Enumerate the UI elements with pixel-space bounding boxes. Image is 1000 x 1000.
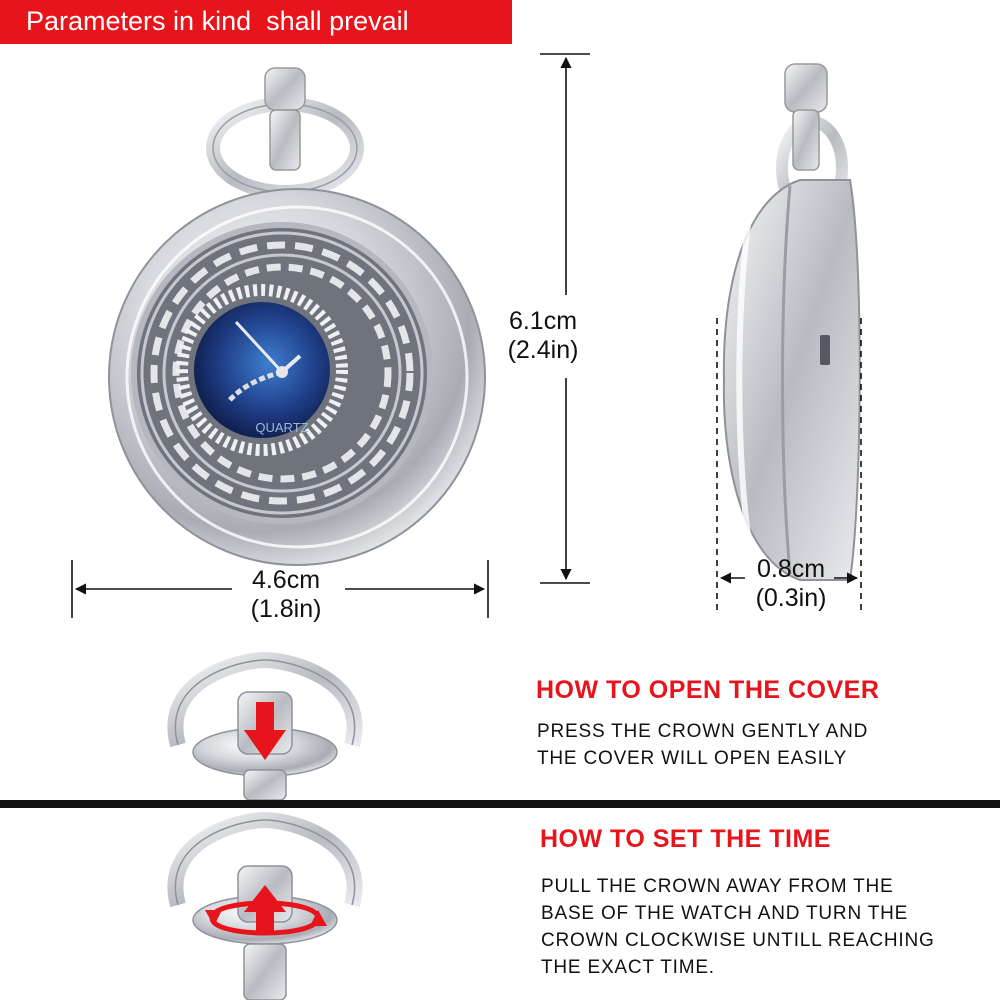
pocket-watch-side [722, 63, 861, 581]
width-imperial: (1.8in) [250, 595, 322, 623]
set-time-line: BASE OF THE WATCH AND TURN THE [541, 903, 909, 924]
dial-brand-label: QUARTZ [255, 420, 308, 435]
open-cover-text: PRESS THE CROWN GENTLY AND THE COVER WIL… [537, 718, 868, 772]
dimension-lines [71, 53, 862, 618]
set-time-line: THE EXACT TIME. [541, 957, 715, 978]
open-cover-line: THE COVER WILL OPEN EASILY [537, 748, 848, 769]
dial-icon [194, 302, 330, 438]
height-imperial: (2.4in) [507, 336, 579, 364]
header-banner: Parameters in kind shall prevail [0, 0, 512, 44]
thickness-dimension-label: 0.8cm (0.3in) [746, 555, 836, 613]
section-divider [0, 800, 1000, 808]
height-dimension-label: 6.1cm (2.4in) [498, 307, 588, 365]
set-time-title: HOW TO SET THE TIME [540, 825, 831, 853]
width-metric: 4.6cm [251, 566, 321, 594]
height-metric: 6.1cm [508, 307, 578, 335]
press-arrow-icon [244, 702, 286, 760]
thickness-imperial: (0.3in) [755, 584, 827, 612]
set-time-text: PULL THE CROWN AWAY FROM THE BASE OF THE… [541, 873, 935, 981]
crown-icon [264, 67, 306, 111]
thickness-metric: 0.8cm [756, 555, 826, 583]
width-dimension-label: 4.6cm (1.8in) [236, 566, 336, 624]
open-cover-line: PRESS THE CROWN GENTLY AND [537, 721, 869, 742]
pull-arrow-icon [244, 885, 286, 935]
banner-text: Parameters in kind shall prevail [26, 6, 409, 36]
set-time-line: PULL THE CROWN AWAY FROM THE [541, 876, 894, 897]
pocket-watch-front [108, 67, 486, 566]
crown-pull-turn-illustration [167, 811, 363, 1000]
open-cover-title: HOW TO OPEN THE COVER [536, 676, 880, 704]
set-time-line: CROWN CLOCKWISE UNTILL REACHING [541, 930, 935, 951]
crown-press-illustration [167, 651, 363, 801]
